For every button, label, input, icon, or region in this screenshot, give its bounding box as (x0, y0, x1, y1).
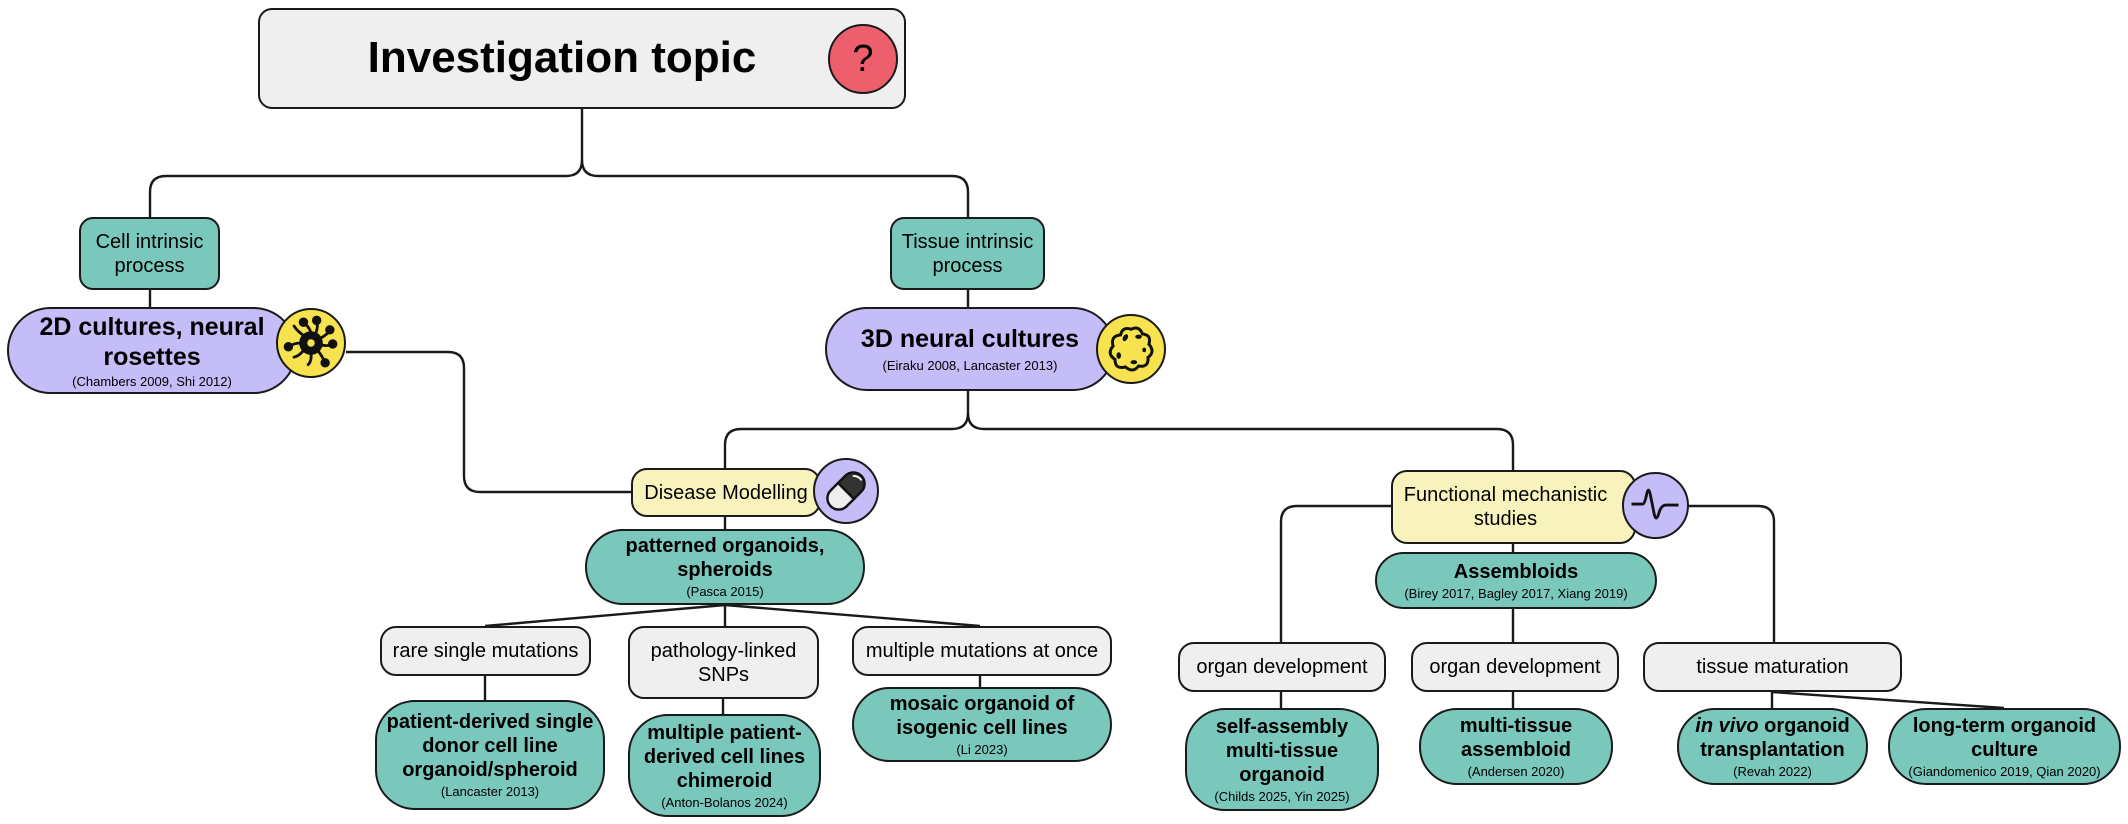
question-multiple-mutations: multiple mutations at once (852, 626, 1112, 676)
action-potential-icon (1622, 472, 1689, 539)
cell-intrinsic-box: Cell intrinsic process (79, 217, 220, 290)
question-tissue-maturation: tissue maturation (1643, 642, 1902, 692)
answer-patient-derived-single: patient-derived single donor cell line o… (375, 700, 605, 810)
question-mark-icon: ? (828, 24, 898, 94)
answer-multi-tissue-assembloid: multi-tissue assembloid (Andersen 2020) (1419, 708, 1613, 785)
2d-cultures-refs: (Chambers 2009, Shi 2012) (72, 373, 232, 389)
question-organ-development-1: organ development (1178, 642, 1386, 692)
disease-modelling-label: Disease Modelling (644, 481, 808, 504)
3d-cultures-refs: (Eiraku 2008, Lancaster 2013) (882, 358, 1058, 374)
functional-studies-box: Functional mechanistic studies (1391, 470, 1636, 544)
connector-root-right (580, 159, 970, 217)
answer-self-assembly-organoid: self-assembly multi-tissue organoid (Chi… (1185, 708, 1379, 811)
connector-tissue-longterm (1771, 690, 2005, 710)
answer-long-term-culture: long-term organoid culture (Giandomenico… (1888, 708, 2121, 785)
tissue-intrinsic-label: Tissue intrinsic (901, 230, 1034, 253)
cell-intrinsic-label: Cell intrinsic (95, 230, 204, 253)
2d-cultures-box: 2D cultures, neural rosettes (Chambers 2… (7, 307, 297, 394)
answer-multiple-patient-derived: multiple patient- derived cell lines chi… (628, 714, 821, 817)
disease-modelling-box: Disease Modelling (631, 468, 821, 517)
question-organ-development-2: organ development (1411, 642, 1619, 692)
investigation-topic-title: Investigation topic (367, 33, 757, 83)
patterned-organoids-title: patterned organoids, (625, 535, 825, 558)
neural-rosette-icon (276, 308, 346, 378)
assembloids-refs: (Birey 2017, Bagley 2017, Xiang 2019) (1404, 585, 1628, 601)
answer-in-vivo-transplantation: in vivo organoid transplantation (Revah … (1677, 708, 1868, 785)
answer-mosaic-organoid: mosaic organoid of isogenic cell lines (… (852, 687, 1112, 762)
connector-func-left (1279, 504, 1391, 642)
tissue-intrinsic-box: Tissue intrinsic process (890, 217, 1045, 290)
question-pathology-linked-snps: pathology-linked SNPs (628, 626, 819, 699)
connector-3d-functional (966, 412, 1515, 470)
3d-cultures-title: 3D neural cultures (860, 325, 1080, 354)
patterned-organoids-box: patterned organoids, spheroids (Pasca 20… (585, 529, 865, 605)
connector-model-left (484, 603, 726, 628)
organoid-icon (1096, 314, 1166, 384)
assembloids-box: Assembloids (Birey 2017, Bagley 2017, Xi… (1375, 552, 1657, 609)
functional-studies-label: Functional mechanistic (1403, 484, 1608, 506)
connector-func-right (1689, 504, 1776, 642)
investigation-topic-box: Investigation topic (258, 8, 906, 109)
patterned-organoids-refs: (Pasca 2015) (686, 584, 764, 600)
connector-2d-disease (346, 350, 631, 494)
connector-3d-split (723, 391, 970, 468)
2d-cultures-title: 2D cultures, neural (39, 312, 265, 341)
3d-cultures-box: 3D neural cultures (Eiraku 2008, Lancast… (825, 307, 1115, 391)
connector-model-right (724, 603, 981, 628)
question-rare-single-mutations: rare single mutations (380, 626, 591, 676)
connector-root (148, 109, 584, 217)
assembloids-title: Assembloids (1453, 560, 1579, 583)
pill-capsule-icon (813, 458, 879, 524)
